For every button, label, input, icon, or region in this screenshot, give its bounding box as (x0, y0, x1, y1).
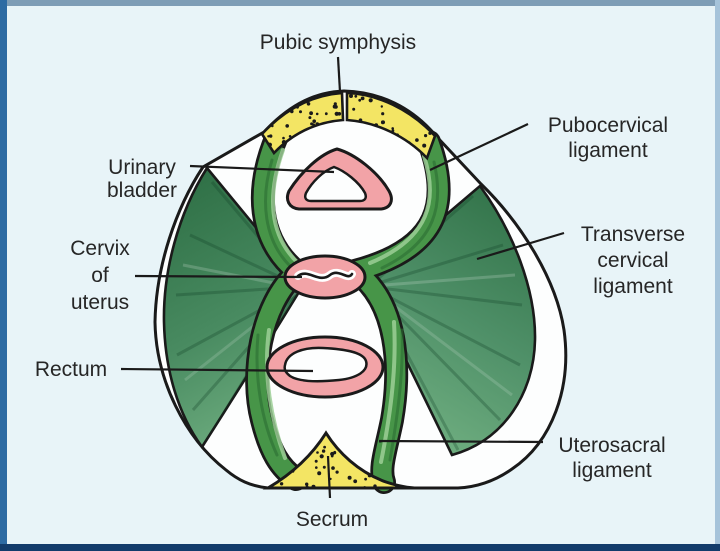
leader-pubic-symphysis (336, 56, 342, 93)
label-transverse-line2: cervical (597, 249, 668, 272)
labels: Pubic symphysis Urinary bladder Cervix o… (35, 31, 685, 531)
label-pubocervical-line2: ligament (568, 139, 648, 162)
frame-right (715, 0, 720, 551)
label-uterosacral-line1: Uterosacral (558, 434, 665, 457)
rectum-lumen (283, 346, 368, 383)
bladder-lumen (303, 165, 368, 203)
label-cervix-line2: of (91, 264, 109, 287)
pubocervical-uterosacral-band-right (327, 130, 451, 494)
frame-left (0, 0, 7, 551)
leader-cervix (134, 274, 303, 279)
leader-sacrum (326, 455, 332, 499)
leader-lines (120, 56, 565, 499)
leader-urinary-bladder (189, 164, 335, 174)
leader-uterosacral (378, 439, 544, 444)
label-rectum: Rectum (35, 358, 107, 381)
cervix-canal (296, 271, 354, 280)
frame-top (0, 0, 720, 6)
label-sacrum: Secrum (296, 508, 368, 531)
leader-rectum (120, 367, 314, 373)
label-transverse-line3: ligament (593, 275, 673, 298)
cervix-shape (283, 254, 367, 300)
leader-pubocervical (429, 123, 529, 171)
label-pubocervical-line1: Pubocervical (548, 114, 668, 137)
label-urinary-bladder-line2: bladder (107, 179, 177, 202)
label-cervix-line3: uterus (71, 291, 129, 314)
label-urinary-bladder-line1: Urinary (108, 156, 176, 179)
label-uterosacral-line2: ligament (572, 459, 652, 482)
pubocervical-uterosacral-band-left (245, 124, 316, 491)
rectum-shape (265, 335, 385, 399)
frame-bottom (0, 544, 720, 551)
label-transverse-line1: Transverse (581, 223, 685, 246)
leader-transverse-cervical (476, 231, 565, 261)
label-pubic-symphysis: Pubic symphysis (260, 31, 416, 54)
urinary-bladder-shape (285, 147, 393, 211)
label-cervix-line1: Cervix (70, 237, 130, 260)
